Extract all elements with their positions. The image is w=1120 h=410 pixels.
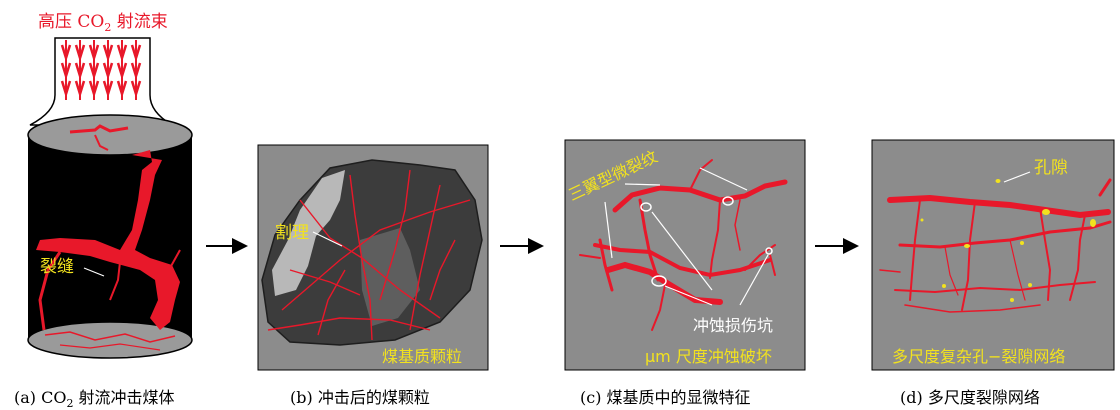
erosion-pit-label: 冲蚀损伤坑 (693, 316, 773, 335)
panel-d-corner-label: 多尺度复杂孔−裂隙网络 (892, 347, 1065, 366)
pore-label: 孔隙 (1034, 158, 1068, 178)
crack-label: 裂缝 (40, 257, 74, 277)
panel-b-corner-label: 煤基质颗粒 (382, 347, 462, 366)
erosion-pit (722, 196, 734, 206)
pore (920, 218, 924, 222)
pore (1010, 298, 1014, 302)
pore (964, 244, 970, 248)
jet-arrows (60, 40, 142, 100)
jet-nozzle (29, 37, 175, 126)
cleat-leader-line (312, 231, 343, 247)
cylinder-bottom (27, 321, 193, 359)
label-leader-lines (604, 167, 769, 306)
caption-c: (c) 煤基质中的显微特征 (580, 388, 751, 407)
caption-b: (b) 冲击后的煤颗粒 (290, 388, 430, 407)
main-crack (36, 150, 180, 330)
erosion-pits (640, 196, 773, 287)
pore (1020, 241, 1024, 245)
fracture-network (879, 178, 1112, 313)
erosion-pit (765, 247, 773, 255)
cylinder-top (27, 114, 193, 156)
pore (995, 179, 1001, 183)
caption-a: (a) CO2 射流冲击煤体 (14, 388, 175, 410)
panel-d-frame (871, 139, 1115, 371)
cleats (267, 169, 471, 341)
cleat-label: 割理 (275, 223, 309, 243)
pore (1090, 219, 1096, 227)
panel-d-fracture-network: 孔隙 多尺度复杂孔−裂隙网络 (871, 139, 1115, 371)
pore (942, 284, 946, 288)
pore-leader-line (1003, 171, 1031, 183)
crack-leader-line (83, 267, 105, 277)
caption-d: (d) 多尺度裂隙网络 (900, 388, 1040, 407)
pores (920, 179, 1096, 302)
erosion-pit (651, 275, 667, 287)
jet-label: 高压 CO2 射流束 (38, 12, 168, 34)
panel-a-coal-cylinder: 裂缝 (27, 37, 193, 359)
erosion-pit (640, 202, 652, 212)
pore (1042, 209, 1050, 215)
panel-c-microfeatures: 三翼型微裂纹 冲蚀损伤坑 μm 尺度冲蚀破坏 (564, 139, 806, 371)
panel-c-corner-label: μm 尺度冲蚀破坏 (645, 347, 772, 366)
pore (1028, 283, 1032, 287)
panel-b-coal-particle: 割理 煤基质颗粒 (257, 144, 489, 371)
